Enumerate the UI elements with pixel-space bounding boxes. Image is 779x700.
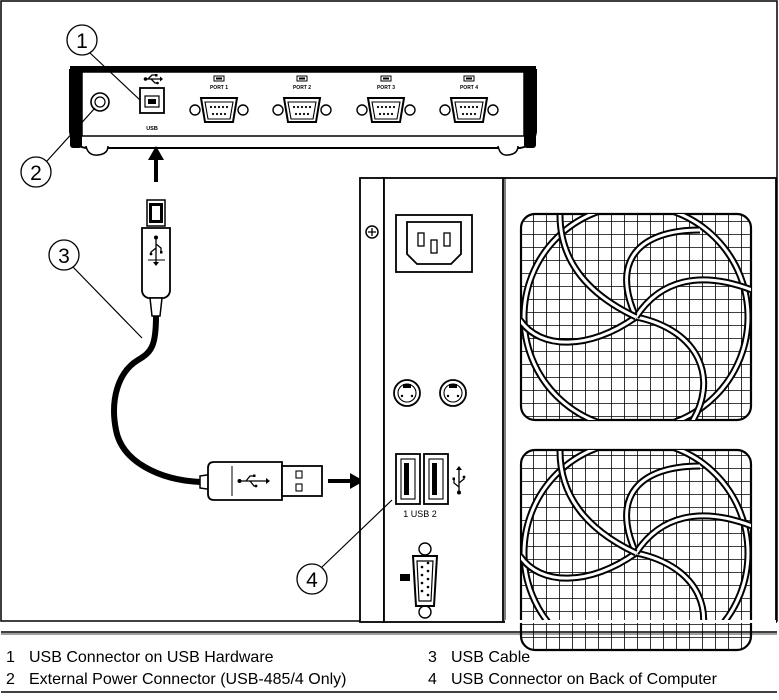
callout-2-number: 2 [30, 162, 42, 185]
usb-symbol-icon [143, 74, 163, 85]
usb-ports-label: 1 USB 2 [403, 509, 437, 519]
power-jack-icon [90, 92, 110, 112]
callout-2: 2 [20, 107, 96, 188]
usb-port-label: USB [146, 126, 158, 132]
serial-port-1: PORT 1 [189, 75, 249, 123]
usb-hardware-device: USB PORT 1 PORT 2 PORT 3 PORT 4 [69, 66, 537, 156]
db9-serial-port-icon [400, 542, 439, 619]
callout-1-number: 1 [76, 30, 88, 53]
legend-item-1-number: 1 [6, 649, 15, 666]
usb-a-port-icon [423, 453, 449, 505]
legend-item-3-text: USB Cable [451, 649, 530, 666]
callout-4-number: 4 [306, 569, 318, 592]
usb-b-port-icon [139, 87, 165, 114]
legend-item-1-text: USB Connector on USB Hardware [29, 649, 274, 666]
serial-port-label: PORT 1 [210, 85, 228, 91]
screw-icon [365, 225, 379, 239]
callout-3: 3 [48, 239, 143, 339]
computer-back-panel: 1 USB 2 [359, 177, 777, 652]
legend-item-2-number: 2 [6, 671, 15, 688]
usb-cable [111, 199, 323, 501]
fan-grille-icon [519, 448, 753, 652]
ps2-port-icon [393, 379, 421, 407]
legend-item-2-text: External Power Connector (USB-485/4 Only… [29, 671, 346, 688]
cable-a-usb-symbol-icon [237, 474, 270, 488]
legend-item-4-number: 4 [428, 671, 437, 688]
callout-1: 1 [66, 24, 141, 101]
ps2-port-icon [439, 379, 467, 407]
serial-port-2: PORT 2 [272, 75, 332, 123]
legend: 1 USB Connector on USB Hardware 3 USB Ca… [1, 631, 777, 693]
serial-port-label: PORT 2 [293, 85, 311, 91]
ac-power-socket-icon [395, 214, 473, 273]
serial-port-label: PORT 3 [377, 85, 395, 91]
serial-port-4: PORT 4 [439, 75, 499, 123]
up-arrow-icon [148, 146, 164, 182]
serial-ports: PORT 1 PORT 2 PORT 3 PORT 4 [189, 75, 499, 123]
fan-grille-icon [519, 212, 753, 422]
cable-usb-symbol-icon [149, 235, 163, 266]
callout-4: 4 [296, 499, 393, 595]
serial-port-label: PORT 4 [460, 85, 478, 91]
callout-3-number: 3 [58, 245, 70, 268]
legend-item-3-number: 3 [428, 649, 437, 666]
usb-symbol-icon [452, 466, 466, 495]
legend-item-4-text: USB Connector on Back of Computer [451, 671, 718, 688]
serial-port-3: PORT 3 [356, 75, 416, 123]
right-arrow-icon [328, 473, 364, 489]
usb-a-port-icon [395, 453, 421, 505]
